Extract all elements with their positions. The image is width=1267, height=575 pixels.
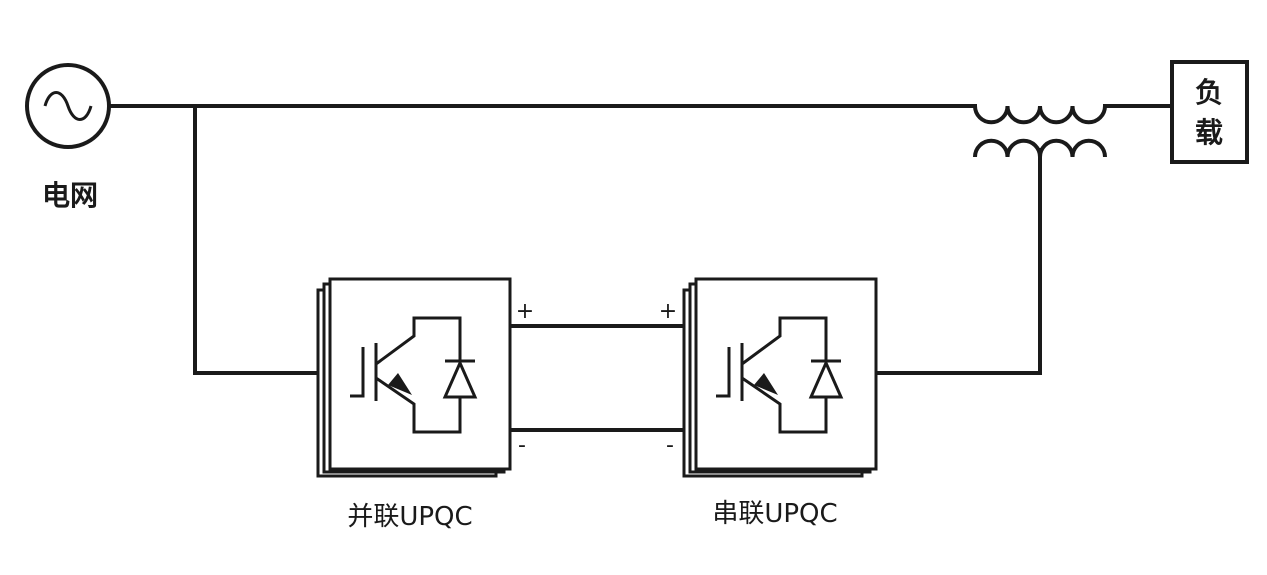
shunt-converter: + - 并联UPQC: [316, 277, 534, 532]
shunt-converter-front-plate: [328, 277, 512, 471]
series-minus-terminal: -: [666, 433, 674, 458]
series-plus-terminal: +: [659, 299, 677, 324]
igbt-diode-icon: [350, 316, 478, 434]
sine-wave-icon: [43, 91, 93, 121]
igbt-arrow-icon: [754, 373, 778, 395]
wiring: [108, 104, 1174, 432]
grid-label: 电网: [42, 179, 98, 212]
load-label-line2: 载: [1195, 116, 1223, 149]
igbt-diode-icon: [716, 316, 844, 434]
igbt-arrow-icon: [388, 373, 412, 395]
shunt-converter-label: 并联UPQC: [347, 502, 472, 532]
shunt-plus-terminal: +: [516, 299, 534, 324]
series-converter-front-plate: [694, 277, 878, 471]
shunt-branch-wire: [193, 104, 320, 375]
load-label-line1: 负: [1195, 76, 1223, 109]
shunt-minus-terminal: -: [518, 433, 526, 458]
grid-source: 电网: [25, 63, 111, 212]
series-converter-label: 串联UPQC: [712, 499, 837, 529]
transformer-icon: [973, 105, 1107, 158]
series-converter: + - 串联UPQC: [659, 277, 878, 529]
load-box: 负 载: [1170, 60, 1249, 164]
series-branch-wire: [876, 148, 1042, 375]
